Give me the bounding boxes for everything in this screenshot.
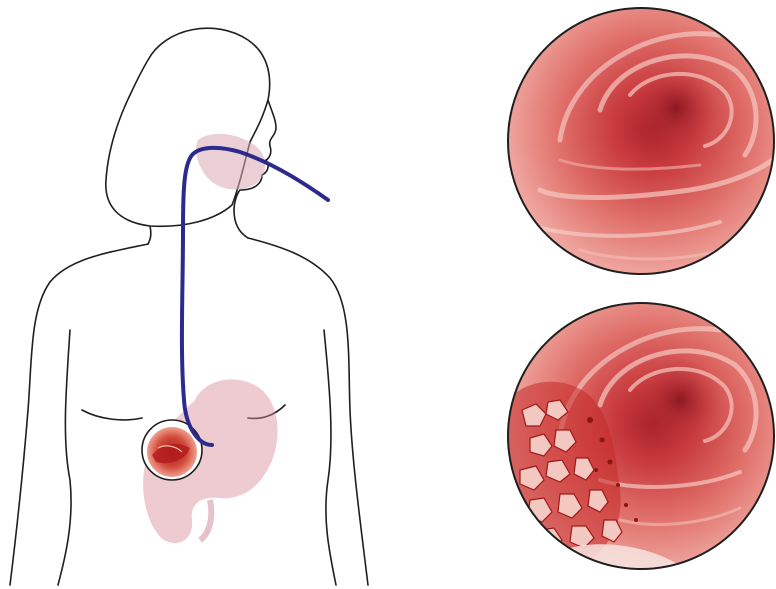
breast-left (82, 410, 142, 420)
left-inner-arm (58, 330, 71, 585)
pharynx-area (196, 134, 265, 190)
right-inner-arm (324, 330, 336, 585)
neck-back (148, 226, 151, 244)
hair-outline (106, 28, 270, 226)
endoscopic-view-ulcerated (508, 303, 774, 582)
endoscopic-view-normal (508, 8, 774, 274)
left-shoulder-arm (10, 244, 148, 585)
neck-front (234, 210, 248, 238)
